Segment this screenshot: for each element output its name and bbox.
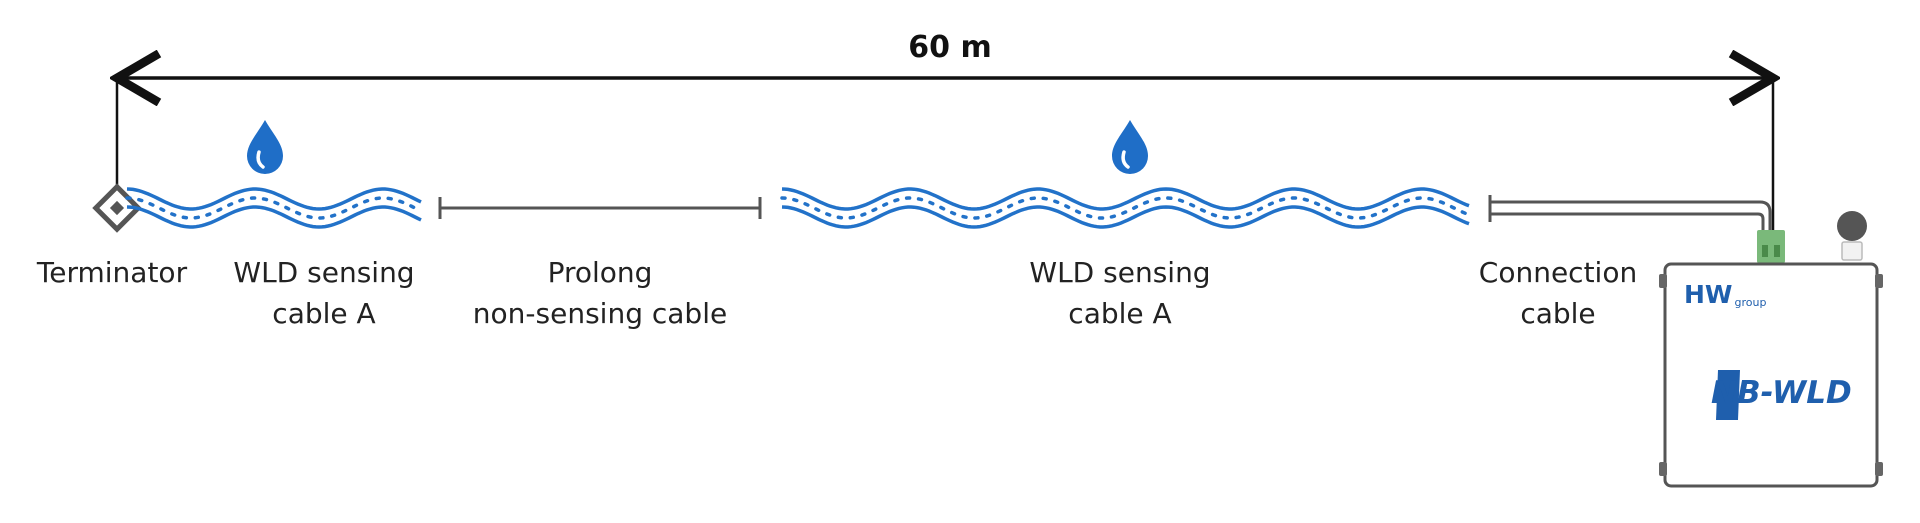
label-line-1: WLD sensing — [1029, 256, 1211, 289]
antenna-knob — [1837, 211, 1867, 241]
device-model: NB-WLD — [1711, 375, 1852, 411]
label-line-2: cable A — [272, 297, 376, 330]
antenna-gland — [1841, 241, 1863, 261]
label-sensing-cable-a2: WLD sensing cable A — [1010, 252, 1230, 334]
water-drop-icon — [247, 120, 283, 174]
water-drop-icon — [1112, 120, 1148, 174]
nb-emblem — [1716, 370, 1740, 420]
distance-dimension — [117, 78, 1773, 235]
connection-cable — [1488, 195, 1772, 235]
sensing-cable-a1 — [125, 187, 423, 229]
sensing-cable-a2-outer-bottom — [781, 205, 1470, 229]
connection-cable-wire-2 — [1490, 212, 1765, 235]
label-prolong-cable: Prolong non-sensing cable — [440, 252, 760, 334]
label-terminator: Terminator — [22, 252, 202, 293]
label-line-2: non-sensing cable — [472, 297, 728, 330]
sensing-cable-a1-outer-top — [126, 187, 422, 211]
distance-label: 60 m — [908, 30, 992, 65]
sensing-cable-a1-dotted-core — [125, 196, 423, 220]
label-line-2: cable — [1520, 297, 1596, 330]
nb-wld-device-icon — [1659, 211, 1883, 488]
connection-cable-wire-1 — [1490, 200, 1772, 235]
device-housing — [1663, 262, 1879, 488]
label-line-2: cable A — [1068, 297, 1172, 330]
label-connection-cable: Connection cable — [1468, 252, 1648, 334]
label-line-1: Connection — [1478, 256, 1638, 289]
sensing-cable-a2-outer-top — [781, 187, 1470, 211]
terminal-block — [1757, 230, 1785, 263]
device-brand-sub: group — [1734, 296, 1767, 309]
label-sensing-cable-a1: WLD sensing cable A — [214, 252, 434, 334]
label-line-1: WLD sensing — [233, 256, 415, 289]
sensing-cable-a1-outer-bottom — [126, 205, 422, 229]
sensing-cable-a2 — [780, 187, 1471, 229]
sensing-cable-a2-dotted-core — [780, 196, 1471, 220]
prolong-cable — [438, 197, 762, 219]
device-brand-text: HW — [1684, 280, 1733, 309]
label-terminator-text: Terminator — [36, 256, 188, 289]
label-line-1: Prolong — [547, 256, 653, 289]
